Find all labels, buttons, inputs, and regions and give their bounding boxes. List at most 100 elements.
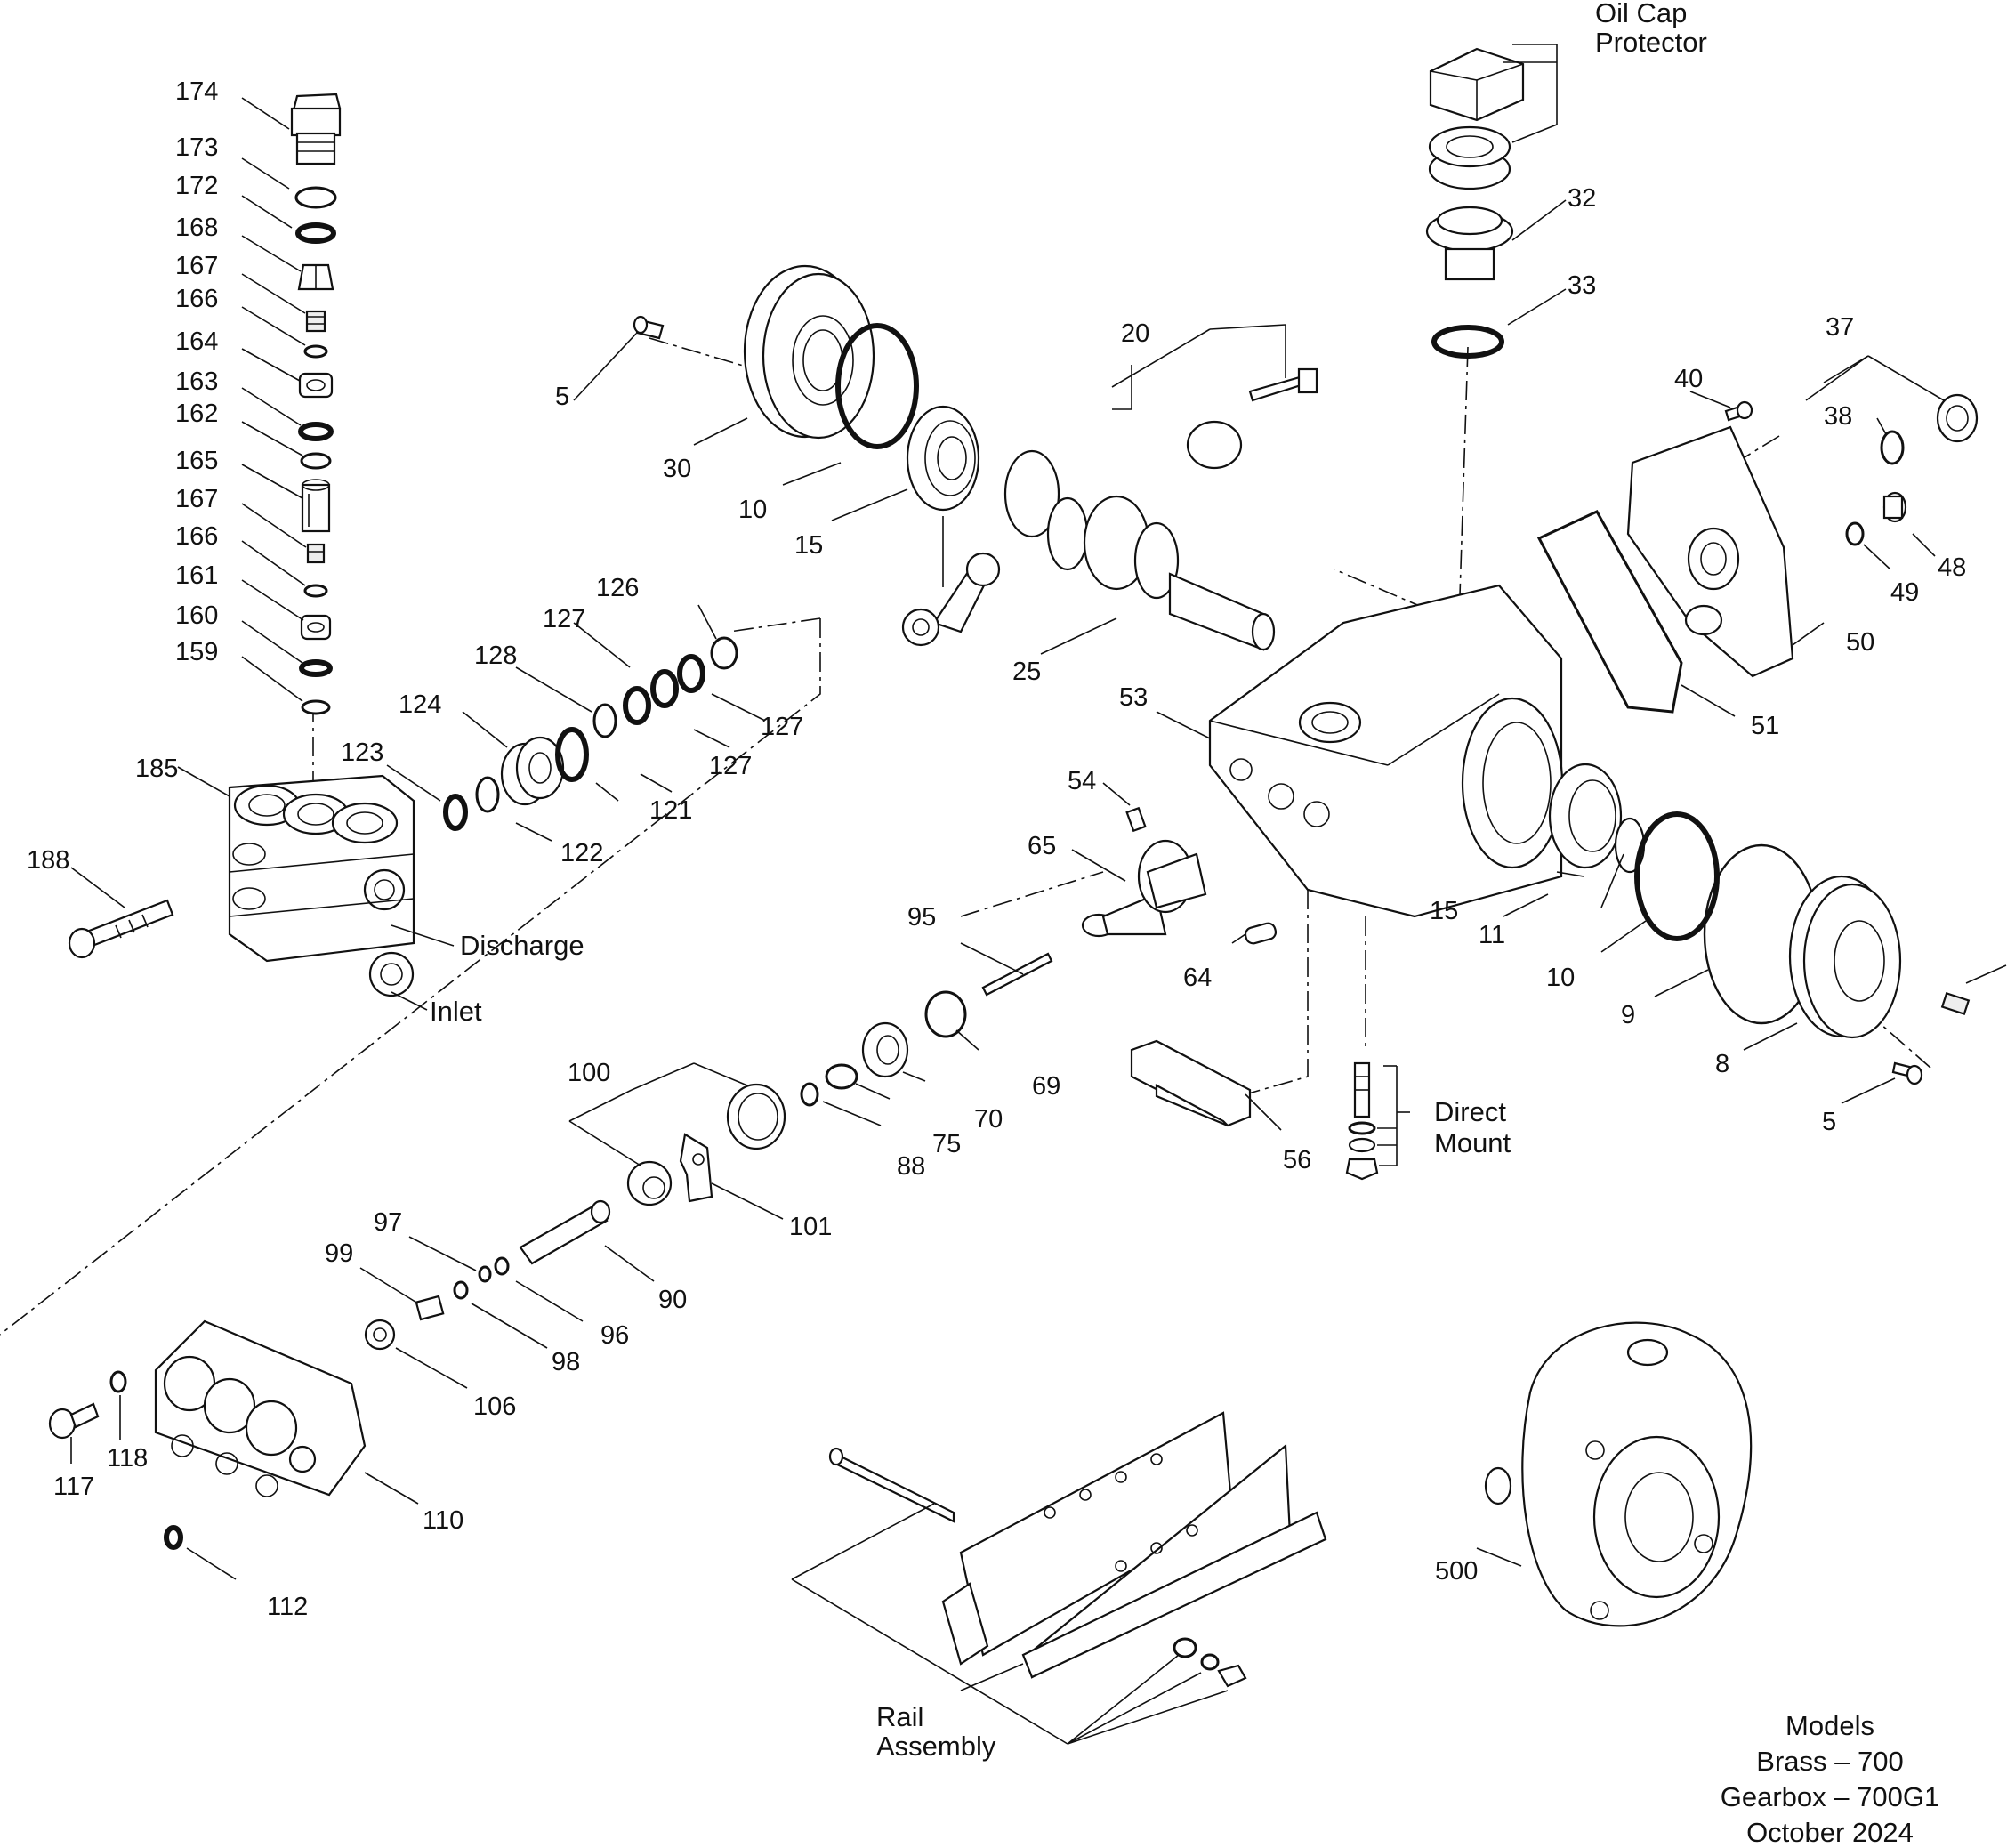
label-40: 40 <box>1674 365 1703 393</box>
part-127-seal-a <box>623 686 651 725</box>
label-54: 54 <box>1068 767 1096 795</box>
part-185-manifold <box>228 774 415 997</box>
part-90-plunger <box>519 1199 611 1265</box>
part-99-screw <box>415 1295 445 1321</box>
part-oil-cap-protector <box>1428 47 1525 190</box>
part-48-drain-plug <box>1882 491 1907 523</box>
label-168: 168 <box>175 214 218 242</box>
part-10-o-ring-top <box>835 323 919 449</box>
part-98-washer <box>453 1280 469 1300</box>
label-37: 37 <box>1826 313 1854 342</box>
label-5-right: 5 <box>1822 1108 1836 1136</box>
part-160-valve-seat <box>300 614 332 641</box>
part-500-gearbox <box>1484 1321 1753 1627</box>
label-8: 8 <box>1715 1050 1729 1078</box>
part-172-o-ring <box>295 222 336 244</box>
label-160: 160 <box>175 601 218 630</box>
part-50-rear-cover <box>1626 425 1794 678</box>
part-53-crankcase <box>1208 584 1564 918</box>
part-75-washer <box>825 1063 858 1090</box>
part-20-connecting-rod <box>901 367 1318 647</box>
label-188: 188 <box>27 846 69 875</box>
models-line-gearbox: Gearbox – 700G1 <box>1721 1781 1939 1812</box>
part-118-washer <box>109 1370 127 1393</box>
part-188-bolt <box>68 899 174 959</box>
part-8-bearing-cover <box>1788 875 1902 1039</box>
part-labels: 174 173 172 168 167 166 164 163 162 165 … <box>27 77 1966 1621</box>
part-30-bearing-cover <box>743 264 875 440</box>
label-51: 51 <box>1751 712 1779 740</box>
part-96-ring <box>494 1256 510 1276</box>
label-38: 38 <box>1824 402 1852 431</box>
label-10-top: 10 <box>738 496 767 524</box>
part-25-crankshaft <box>1004 449 1276 651</box>
label-50: 50 <box>1846 628 1874 657</box>
label-protector: Protector <box>1595 27 1707 58</box>
label-56: 56 <box>1283 1146 1311 1174</box>
part-126-ring <box>710 636 738 670</box>
label-discharge: Discharge <box>460 930 584 961</box>
part-112-o-ring <box>164 1525 183 1550</box>
label-173: 173 <box>175 133 218 162</box>
label-30: 30 <box>663 455 691 483</box>
label-124: 124 <box>399 690 441 719</box>
label-121: 121 <box>649 796 692 825</box>
label-123: 123 <box>341 738 383 767</box>
part-direct-mount-stud <box>1345 1061 1379 1181</box>
part-163-o-ring <box>298 422 334 441</box>
part-128-ring <box>592 703 617 738</box>
label-126: 126 <box>596 574 639 602</box>
label-20: 20 <box>1121 319 1149 348</box>
label-97: 97 <box>374 1208 402 1237</box>
label-100: 100 <box>568 1059 610 1087</box>
label-mount: Mount <box>1434 1127 1511 1158</box>
label-9: 9 <box>1621 1001 1635 1029</box>
label-32: 32 <box>1568 184 1596 213</box>
part-97-ring <box>478 1265 492 1283</box>
label-172: 172 <box>175 172 218 200</box>
label-110: 110 <box>423 1506 463 1535</box>
models-block: Models Brass – 700 Gearbox – 700G1 Octob… <box>1721 1710 1939 1848</box>
label-98: 98 <box>552 1348 580 1376</box>
label-127-a: 127 <box>543 605 585 633</box>
part-32-oil-cap <box>1425 206 1514 281</box>
part-70-seal <box>861 1021 909 1078</box>
label-164: 164 <box>175 327 218 356</box>
label-69: 69 <box>1032 1072 1060 1101</box>
label-48: 48 <box>1938 553 1966 582</box>
label-direct: Direct <box>1434 1096 1506 1127</box>
label-163: 163 <box>175 367 218 396</box>
part-166-valve-disc <box>303 344 328 359</box>
part-33-o-ring <box>1431 325 1504 359</box>
label-10-right: 10 <box>1546 964 1575 992</box>
part-173-washer <box>294 186 337 209</box>
part-162-backup-ring <box>300 452 332 470</box>
callout-labels: Discharge Inlet Oil Cap Protector Direct… <box>430 0 1707 1762</box>
label-11: 11 <box>1479 921 1505 949</box>
label-oil-cap: Oil Cap <box>1595 0 1687 28</box>
label-15-top: 15 <box>794 531 823 560</box>
label-127-c: 127 <box>709 752 752 780</box>
label-64: 64 <box>1183 964 1212 992</box>
label-5-top: 5 <box>555 383 569 411</box>
part-65-plunger-rod <box>1081 839 1207 938</box>
label-25: 25 <box>1012 658 1041 686</box>
label-166-b: 166 <box>175 522 218 551</box>
label-161: 161 <box>175 561 218 590</box>
label-159: 159 <box>175 638 218 666</box>
label-53: 53 <box>1119 683 1148 712</box>
label-167-a: 167 <box>175 252 218 280</box>
leader-lines <box>70 44 2007 1745</box>
label-75: 75 <box>932 1130 961 1158</box>
label-33: 33 <box>1568 271 1596 300</box>
part-56-bracket <box>1130 1039 1252 1127</box>
part-127-seal-b <box>650 669 679 708</box>
part-161-valve-disc <box>303 584 328 598</box>
part-100-seal-retainer <box>626 1083 786 1206</box>
models-line-date: October 2024 <box>1746 1817 1914 1848</box>
label-88: 88 <box>897 1152 925 1181</box>
label-162: 162 <box>175 399 218 428</box>
label-185: 185 <box>135 755 178 783</box>
label-117: 117 <box>53 1473 94 1501</box>
label-118: 118 <box>107 1444 148 1473</box>
